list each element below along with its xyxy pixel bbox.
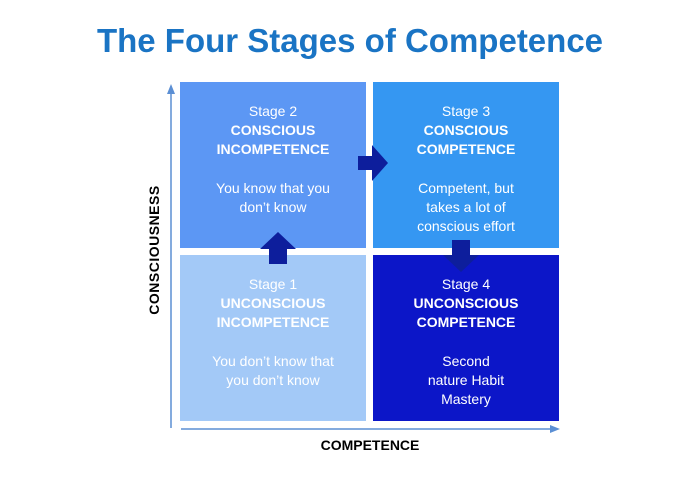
stage-3-description: Competent, but takes a lot of conscious … [417,180,515,234]
y-axis-arrowhead [167,84,175,94]
stage-2-box: Stage 2 CONSCIOUS INCOMPETENCE You know … [180,82,366,248]
stage-2-number: Stage 2 [248,103,298,119]
arrow-down-icon [443,240,479,272]
stage-4-number: Stage 4 [441,276,491,292]
stage-3-box: Stage 3 CONSCIOUS COMPETENCE Competent, … [373,82,559,248]
stage-1-description: You don’t know that you don’t know [212,353,334,388]
stage-4-name: UNCONSCIOUS COMPETENCE [413,295,519,330]
stage-3-number: Stage 3 [441,103,491,119]
stage-4-box: Stage 4 UNCONSCIOUS COMPETENCE Second na… [373,255,559,421]
x-axis-label: COMPETENCE [320,437,420,453]
page-title: The Four Stages of Competence [96,22,604,59]
stage-1-box: Stage 1 UNCONSCIOUS INCOMPETENCE You don… [180,255,366,421]
stage-4-description: Second nature Habit Mastery [427,353,505,407]
arrow-right-icon [358,145,388,181]
stage-3-name: CONSCIOUS COMPETENCE [416,122,516,157]
stage-1-name: UNCONSCIOUS INCOMPETENCE [216,295,330,330]
x-axis-arrowhead [550,425,560,433]
y-axis-label: CONSCIOUSNESS [146,185,162,315]
stage-2-description: You know that you don’t know [216,180,330,215]
stage-2-name: CONSCIOUS INCOMPETENCE [216,122,330,157]
stage-1-number: Stage 1 [248,276,298,292]
arrow-up-icon [260,232,296,264]
